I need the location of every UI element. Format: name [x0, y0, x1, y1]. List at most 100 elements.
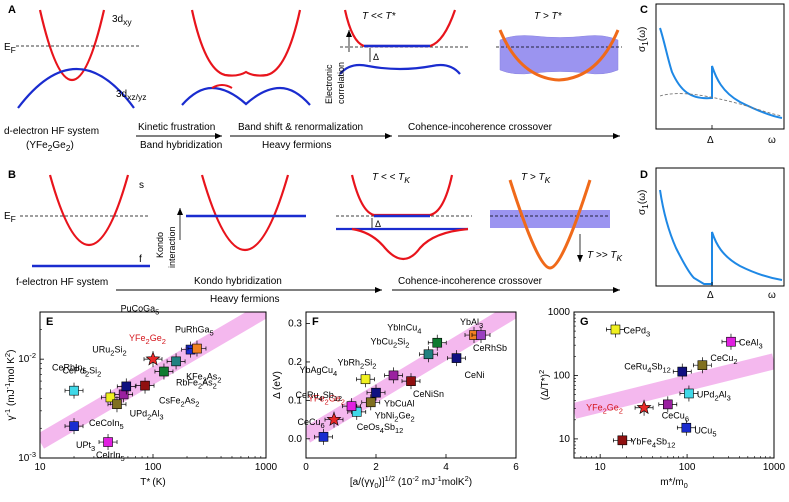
orange-band-b [508, 179, 592, 270]
y-tick-label: 10-3​ [18, 450, 36, 464]
panel-label-g: G [580, 316, 589, 328]
data-point [617, 435, 628, 446]
ef-label-b: EF [4, 211, 16, 224]
x-tick-label: 10 [34, 462, 46, 473]
arrow-band-shift: Band shift & renormalization [238, 122, 363, 133]
c-xtick-delta: Δ [707, 135, 714, 146]
data-point [192, 343, 202, 354]
row-b-t-low: T < < TK [372, 172, 410, 185]
y-axis-label: (Δ/T*)2​ [537, 370, 551, 400]
delta-label-b: Δ [375, 219, 381, 229]
d-curve [659, 189, 783, 285]
point-label: CeRu4​Sb12​ [624, 362, 671, 375]
y-tick-label: 0.3 [288, 319, 302, 330]
data-point [371, 387, 381, 398]
chart-g: G101001000101001000m*/m0​(Δ/T*)2​CePd3​C… [537, 307, 786, 490]
row-b-system: f-electron HF system [16, 277, 108, 288]
point-label: PuCoGa5​ [121, 304, 160, 317]
row-a-t-low: T << T* [362, 11, 396, 22]
data-point [406, 376, 416, 386]
panel-c: C σ1(ω) Δ ω [637, 3, 785, 146]
point-label: UPt3​ [76, 440, 95, 453]
b-lower-band [351, 227, 469, 261]
row-b-band-diagram-4: T > TK T >> TK [490, 172, 622, 270]
arrow-heavy-a: Heavy fermions [262, 140, 331, 151]
row-a-system-line2: (YFe2Ge2) [26, 140, 74, 153]
y-axis-label: Δ (eV) [272, 371, 283, 399]
row-a-arrow-line: d-electron HF system (YFe2Ge2) Kinetic f… [4, 122, 620, 153]
x-axis-label: T* ​(K) [140, 474, 165, 488]
data-point [159, 366, 169, 377]
row-b-band-diagram-3: T < < TK Δ [336, 172, 472, 261]
row-b-arrow-line: f-electron HF system Kondo hybridization… [16, 276, 620, 305]
data-point [365, 397, 376, 408]
band-3dxy-curve [38, 9, 106, 81]
trend-band [574, 353, 774, 419]
data-point [103, 437, 113, 447]
data-point [171, 356, 181, 367]
point-label: YbRh2​Si2​ [338, 357, 377, 370]
point-label: UPd2​Al3​ [697, 389, 731, 402]
d-ylabel: σ1(ω) [637, 190, 650, 215]
x-tick-label: 100 [145, 462, 162, 473]
point-label: UPd2​Al3​ [130, 408, 164, 421]
hybrid-lower-band [181, 86, 311, 106]
data-point [697, 360, 708, 371]
x-axis-label: m*/m0​ [660, 477, 688, 490]
point-label: YbNi2​Ge2​ [375, 410, 415, 423]
arrow-heavy-b: Heavy fermions [210, 294, 279, 305]
data-point [105, 392, 116, 403]
hybrid-mixed-band [211, 84, 233, 89]
delta-label-a: Δ [373, 52, 379, 62]
point-label: CeOs4​Sb12​ [357, 422, 404, 435]
point-label: CeNiSn [413, 389, 444, 399]
row-a-t-high: T > T* [534, 11, 563, 22]
point-label: CeCu6​ [662, 410, 689, 423]
data-point [346, 401, 357, 411]
point-label: CeRhIn5​ [52, 363, 87, 376]
data-point [681, 422, 692, 433]
y-tick-label: 0.0 [288, 434, 302, 445]
c-curve [659, 27, 783, 119]
arrow-kondo-hyb: Kondo hybridization [194, 276, 282, 287]
data-point [684, 388, 694, 399]
y-tick-label: 10 [559, 434, 571, 445]
panel-label-d: D [640, 169, 648, 181]
x-tick-label: 1000 [255, 462, 278, 473]
t-much-label: T >> TK [587, 250, 622, 263]
data-point [726, 336, 736, 347]
point-label: URu2​Si2​ [92, 344, 126, 357]
band-3dxz-curve [17, 68, 135, 109]
x-tick-label: 2 [373, 462, 379, 473]
kondo-label: Kondo [155, 232, 165, 258]
data-point [121, 381, 132, 392]
point-label: CeRhSb [473, 343, 507, 353]
arrow-band-hybrid: Band hybridization [140, 140, 222, 151]
incoherent-band-b [490, 210, 610, 228]
y-tick-label: 0.2 [288, 357, 302, 368]
data-point [423, 349, 434, 360]
data-point [69, 421, 79, 431]
data-point [662, 399, 673, 410]
row-a-band-diagram-3: T << T* Δ Electronic correlation [324, 9, 470, 104]
trend-band [40, 312, 266, 449]
data-point [432, 337, 443, 348]
x-tick-label: 0 [303, 462, 309, 473]
point-label: YbCuAl [384, 399, 415, 409]
data-point [677, 366, 688, 377]
row-a-band-diagram-4: T > T* [496, 11, 622, 82]
point-label: PuRhGa5​ [175, 325, 214, 338]
point-label: CeIrIn5​ [96, 450, 125, 463]
data-point [69, 385, 79, 396]
point-label: CePd3​ [623, 325, 650, 338]
point-label: YbAl3​ [460, 317, 483, 330]
data-point-star [326, 411, 342, 426]
panel-d: D σ1(ω) Δ ω [637, 167, 785, 301]
plot-frame [305, 311, 517, 459]
panel-label-c: C [640, 4, 648, 16]
row-a-band-diagram-1: 3dxy 3dxz/yz EF [4, 9, 147, 109]
orange-band-a [498, 29, 620, 82]
x-axis-label: [a/(γγ0​)]1/2​ (10-2​ mJ-1​molK2​) [350, 474, 472, 490]
